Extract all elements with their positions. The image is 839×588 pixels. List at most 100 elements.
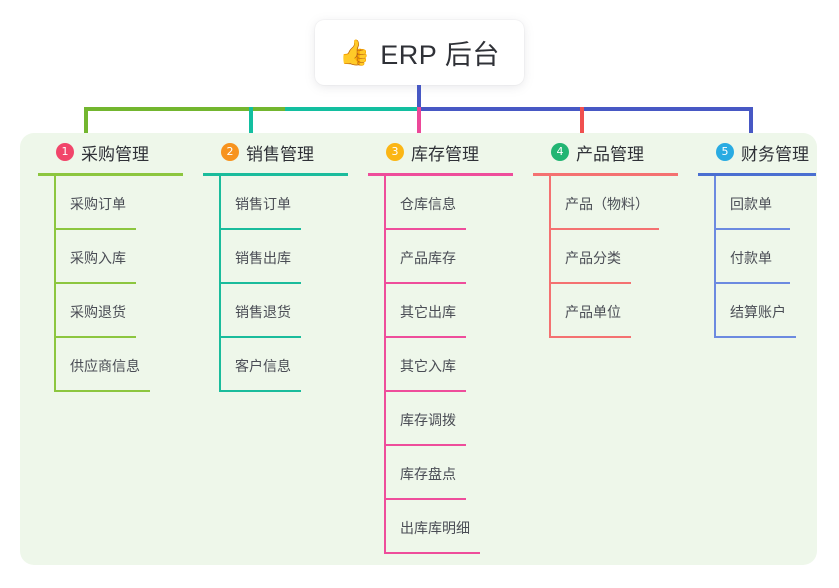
branch-column-3: 3 库存管理仓库信息产品库存其它出库其它入库库存调拨库存盘点出库库明细 (368, 140, 533, 554)
branch-item[interactable]: 采购退货 (38, 284, 203, 338)
branch-item[interactable]: 付款单 (698, 230, 818, 284)
branch-item-label: 产品（物料） (565, 196, 649, 212)
branch-item-label: 回款单 (730, 196, 772, 212)
branch-item-rule (549, 282, 631, 284)
branches-panel (20, 133, 817, 565)
branch-item-rule (549, 336, 631, 338)
branch-item[interactable]: 结算账户 (698, 284, 818, 338)
branch-header-3[interactable]: 3 库存管理 (368, 140, 533, 164)
branch-item-rail (549, 176, 551, 230)
branch-title: 采购管理 (81, 144, 149, 164)
branch-item[interactable]: 产品单位 (533, 284, 698, 338)
branch-title: 库存管理 (411, 144, 479, 164)
branch-item-label: 产品分类 (565, 250, 621, 266)
branch-item[interactable]: 其它出库 (368, 284, 533, 338)
branch-item-rule (219, 282, 301, 284)
branch-item-label: 出库库明细 (400, 520, 470, 536)
branch-item-label: 产品单位 (565, 304, 621, 320)
branch-header-4[interactable]: 4 产品管理 (533, 140, 698, 164)
connector-stub-4 (580, 107, 584, 148)
branch-item-label: 销售出库 (235, 250, 291, 266)
branch-header-rule (203, 173, 348, 176)
branch-item[interactable]: 库存调拨 (368, 392, 533, 446)
branch-item[interactable]: 产品分类 (533, 230, 698, 284)
branch-item-rail (384, 446, 386, 500)
connector-stub-1 (84, 107, 88, 148)
branch-item-label: 付款单 (730, 250, 772, 266)
branch-item-rule (384, 282, 466, 284)
branch-item-rail (384, 230, 386, 284)
branch-header-2[interactable]: 2 销售管理 (203, 140, 368, 164)
connector-trunk-vertical (417, 85, 421, 109)
branch-item[interactable]: 产品（物料） (533, 176, 698, 230)
branch-item[interactable]: 采购订单 (38, 176, 203, 230)
branch-header-rule (38, 173, 183, 176)
branch-item-rule (219, 228, 301, 230)
branch-item-label: 产品库存 (400, 250, 456, 266)
branch-item-rail (384, 176, 386, 230)
branch-item[interactable]: 销售退货 (203, 284, 368, 338)
branch-item-rail (549, 230, 551, 284)
branch-item-label: 销售订单 (235, 196, 291, 212)
branch-item-rail (219, 176, 221, 230)
branch-item-rule (384, 552, 480, 554)
branch-title: 产品管理 (576, 144, 644, 164)
branch-item[interactable]: 供应商信息 (38, 338, 203, 392)
branch-item[interactable]: 采购入库 (38, 230, 203, 284)
branch-item[interactable]: 产品库存 (368, 230, 533, 284)
branch-item-rule (54, 336, 136, 338)
branch-item-label: 结算账户 (730, 304, 786, 320)
branch-item-rail (384, 338, 386, 392)
connector-stub-2 (249, 107, 253, 148)
branch-item-rail (219, 338, 221, 392)
branch-number-badge: 3 (386, 143, 404, 161)
branch-header-rule (533, 173, 678, 176)
branch-number-badge: 2 (221, 143, 239, 161)
branch-item[interactable]: 回款单 (698, 176, 818, 230)
branch-column-2: 2 销售管理销售订单销售出库销售退货客户信息 (203, 140, 368, 392)
branch-item-label: 其它入库 (400, 358, 456, 374)
branch-item-label: 采购退货 (70, 304, 126, 320)
branch-item-rail (54, 338, 56, 392)
root-node-title: ERP 后台 (380, 40, 500, 70)
branch-item-label: 采购入库 (70, 250, 126, 266)
branch-item-rail (714, 230, 716, 284)
branch-item[interactable]: 销售出库 (203, 230, 368, 284)
branch-item-rail (219, 284, 221, 338)
branch-item-rule (384, 498, 466, 500)
thumbs-up-icon: 👍 (339, 39, 371, 67)
branch-item[interactable]: 仓库信息 (368, 176, 533, 230)
branch-item-rule (54, 390, 150, 392)
branch-number-badge: 4 (551, 143, 569, 161)
branch-item-rule (714, 336, 796, 338)
branch-item-label: 库存调拨 (400, 412, 456, 428)
branch-item-rail (384, 500, 386, 554)
branch-item-rule (384, 336, 466, 338)
branch-item-rule (714, 228, 790, 230)
branch-item[interactable]: 出库库明细 (368, 500, 533, 554)
connector-horizontal-blue (417, 107, 753, 111)
branch-item[interactable]: 其它入库 (368, 338, 533, 392)
root-node-erp[interactable]: 👍 ERP 后台 (315, 20, 524, 85)
branch-item[interactable]: 客户信息 (203, 338, 368, 392)
branch-item-label: 库存盘点 (400, 466, 456, 482)
branch-item[interactable]: 库存盘点 (368, 446, 533, 500)
branch-item-rule (54, 228, 136, 230)
connector-stub-3 (417, 107, 421, 148)
connector-horizontal-green (84, 107, 287, 111)
branch-item-rule (549, 228, 659, 230)
branch-item-rule (384, 444, 466, 446)
branch-item-rule (384, 390, 466, 392)
connector-horizontal-teal (285, 107, 419, 111)
branch-item-rail (54, 176, 56, 230)
branch-item-rail (549, 284, 551, 338)
branch-header-rule (698, 173, 816, 176)
branch-item-rail (54, 284, 56, 338)
branch-title: 销售管理 (246, 144, 314, 164)
branch-item[interactable]: 销售订单 (203, 176, 368, 230)
